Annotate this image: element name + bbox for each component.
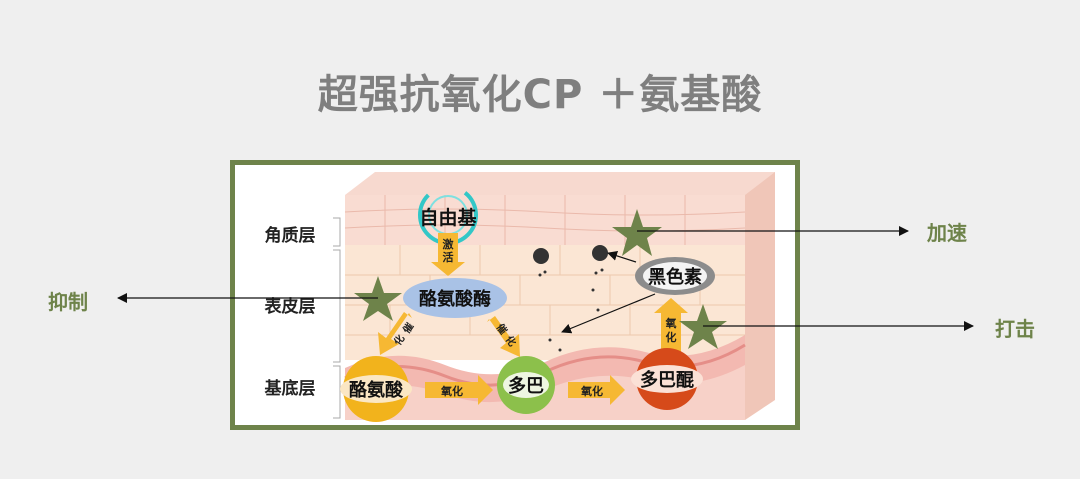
layer-label-basal: 基底层 [264,378,316,399]
catalyze-arrow-left [378,312,412,355]
oxidize-arrow-vertical [654,298,688,352]
melanin-to-basal-arrow [561,293,656,334]
node-free-radical: 自由基 [419,206,477,229]
oxidation-arrow-1 [425,375,493,405]
node-tyrosinase: 酪氨酸酶 [419,288,491,310]
star-accelerate-icon [612,209,662,256]
oxidize-label-vertical-2: 化 [666,330,677,344]
node-dopaquinone: 多巴醌 [640,369,694,391]
label-inhibit: 抑制 [48,290,88,314]
melanin-granules-icon [533,245,608,352]
oxidation-arrow-2 [568,375,625,405]
layer-label-stratum-corneum: 角质层 [265,225,316,246]
node-tyrosine: 酪氨酸 [349,379,404,401]
melanin-to-granule-arrow [607,250,637,263]
layer-label-epidermis: 表皮层 [265,296,316,317]
activate-arrow [431,233,465,276]
page-title: 超强抗氧化CP ＋氨基酸 [317,72,763,118]
node-melanin: 黑色素 [648,266,702,288]
label-strike: 打击 [995,317,1035,341]
oxidize-label-vertical-1: 氧 [665,316,677,330]
layer-bracket [333,217,341,419]
activate-label-1: 激 [443,237,454,251]
tyrosinase-node [403,278,507,318]
oxidation-label-1: 氧化 [440,384,463,398]
node-dopa: 多巴 [508,375,544,397]
activate-label-2: 活 [443,250,454,264]
oxidation-label-2: 氧化 [580,384,603,398]
label-accelerate: 加速 [927,221,967,245]
catalyze-arrow-right [487,316,520,357]
